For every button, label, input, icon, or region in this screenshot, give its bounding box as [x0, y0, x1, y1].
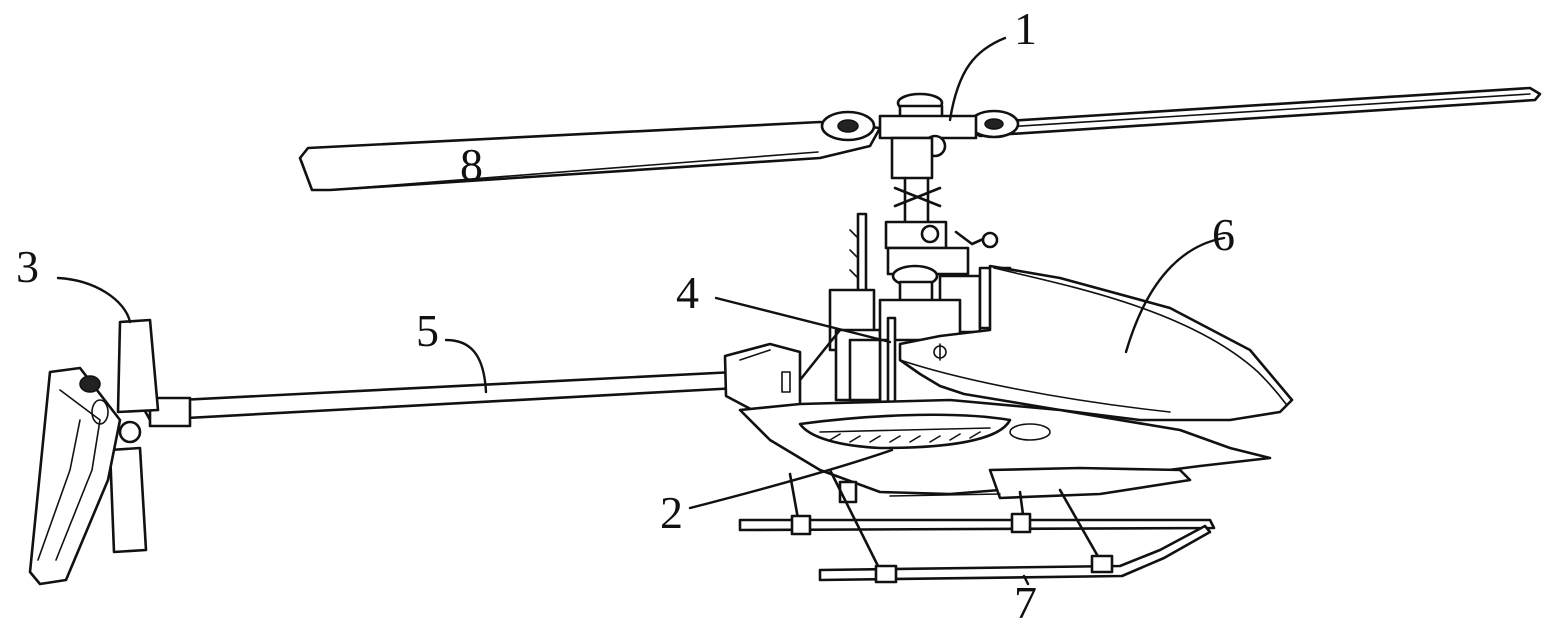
tail-rotor [28, 318, 160, 586]
tail-boom [138, 342, 802, 428]
label-main-blade: 8 [460, 139, 483, 190]
callout-labels: 1 2 3 4 5 6 7 8 [16, 3, 1235, 628]
leader-lines [56, 36, 1226, 586]
lower-body [738, 398, 1272, 504]
leader-7 [1022, 574, 1030, 586]
leader-3 [56, 276, 132, 324]
label-frame: 4 [676, 267, 699, 318]
label-rotor-head: 1 [1014, 3, 1037, 54]
label-canopy: 6 [1212, 209, 1235, 260]
label-landing-skid: 7 [1014, 577, 1037, 628]
label-main-gear: 2 [660, 487, 683, 538]
main-rotor-blade-right [958, 86, 1542, 138]
leader-4 [714, 296, 892, 344]
label-tail-boom: 5 [416, 305, 439, 356]
leader-5 [444, 338, 488, 394]
label-tail-rotor: 3 [16, 241, 39, 292]
leader-6 [1124, 236, 1226, 354]
landing-skid [738, 468, 1216, 584]
rotor-head [820, 92, 1020, 250]
main-rotor-blade-left [298, 120, 882, 192]
leader-2 [688, 448, 894, 510]
leader-1 [948, 36, 1007, 122]
canopy [898, 264, 1294, 422]
